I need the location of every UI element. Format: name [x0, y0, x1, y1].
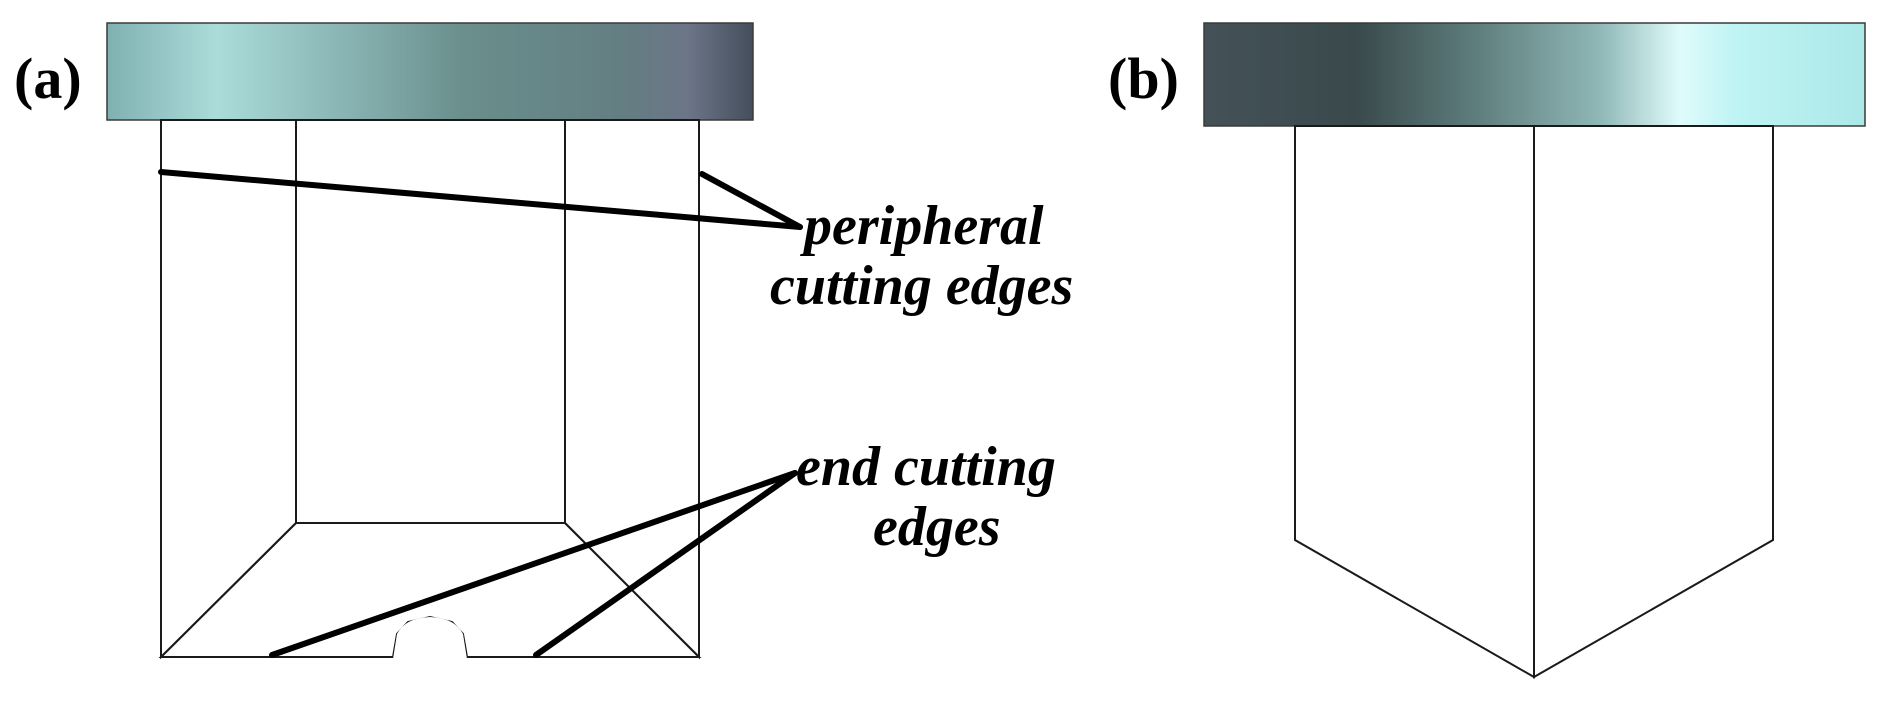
peripheral-label-line-1: peripheral [800, 195, 1044, 257]
panel-b: (b) [1108, 22, 1866, 679]
tool-a-center-face [295, 119, 566, 524]
peripheral-leader-line-1 [158, 169, 803, 230]
tool-b-left-face [1294, 125, 1535, 679]
panel-a-label: (a) [14, 46, 82, 111]
tool-a-shank-cap [106, 22, 754, 121]
tool-a-right-face [564, 119, 700, 660]
end-label-line-2: edges [873, 496, 1001, 558]
tool-b-body [1294, 125, 1774, 679]
panel-a: (a) peripheral cutting edges end cutting… [14, 22, 1073, 660]
end-edge-leaders [269, 470, 798, 658]
tool-b-right-face [1533, 125, 1774, 679]
peripheral-label-line-2: cutting edges [770, 255, 1073, 317]
tool-b-shank-cap [1203, 22, 1866, 127]
tool-a-chip-notch [393, 617, 467, 659]
end-leader-line-1 [269, 470, 798, 658]
end-leader-line-2 [533, 470, 798, 658]
panel-b-label: (b) [1108, 46, 1179, 111]
peripheral-leader-line-2 [699, 171, 803, 230]
tool-a-left-face [160, 119, 297, 660]
end-label-line-1: end cutting [796, 436, 1056, 498]
tool-a-body [158, 119, 702, 660]
peripheral-edge-leaders [158, 169, 803, 230]
